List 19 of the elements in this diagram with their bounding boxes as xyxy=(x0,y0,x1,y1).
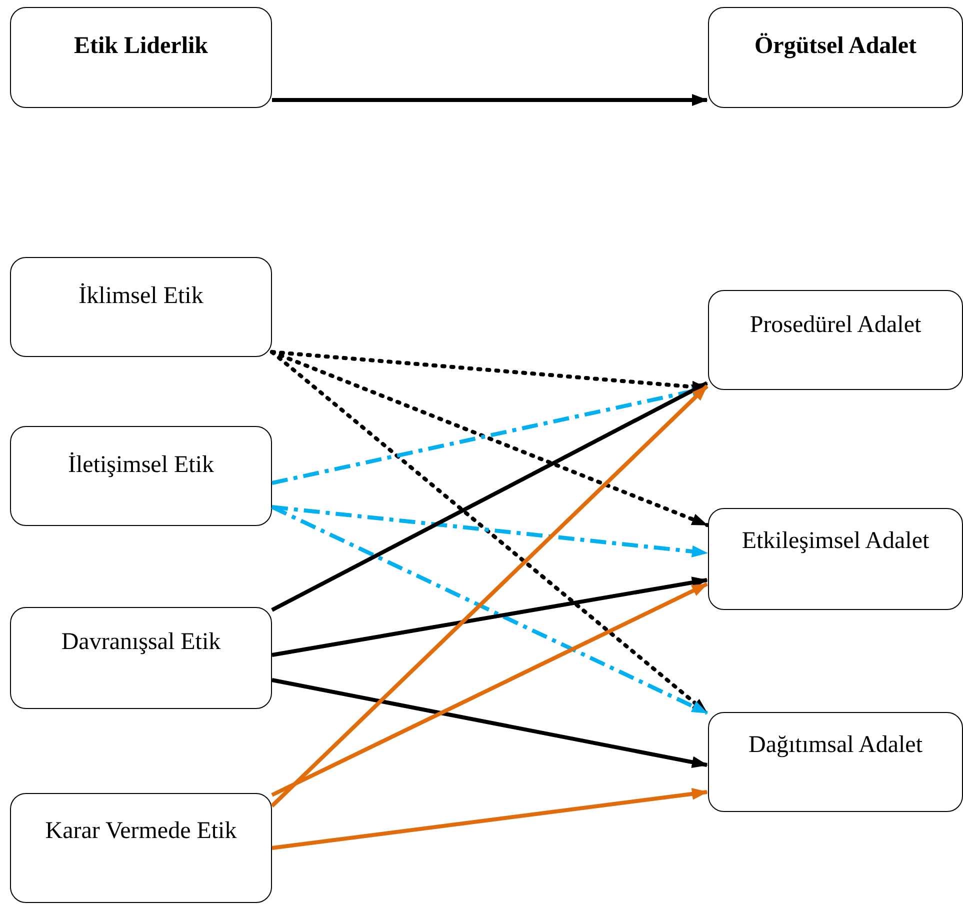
arrow xyxy=(272,788,708,850)
arrow xyxy=(272,94,708,106)
arrow xyxy=(271,582,708,797)
concept-box: Etkileşimsel Adalet xyxy=(708,508,963,610)
concept-box: Davranışsal Etik xyxy=(10,607,272,709)
arrow xyxy=(272,505,708,558)
arrow xyxy=(272,576,708,657)
concept-box: İletişimsel Etik xyxy=(10,426,272,526)
concept-box: Etik Liderlik xyxy=(10,7,272,108)
arrow xyxy=(272,678,708,768)
concept-box: Dağıtımsal Adalet xyxy=(708,712,963,812)
arrow xyxy=(271,381,708,612)
arrow xyxy=(271,505,708,715)
concept-box: Örgütsel Adalet xyxy=(708,7,963,108)
concept-box: Prosedürel Adalet xyxy=(708,290,963,390)
arrow xyxy=(270,384,708,808)
concept-box: Karar Vermede Etik xyxy=(10,793,272,903)
arrow xyxy=(270,350,709,715)
concept-box: İklimsel Etik xyxy=(10,257,272,357)
